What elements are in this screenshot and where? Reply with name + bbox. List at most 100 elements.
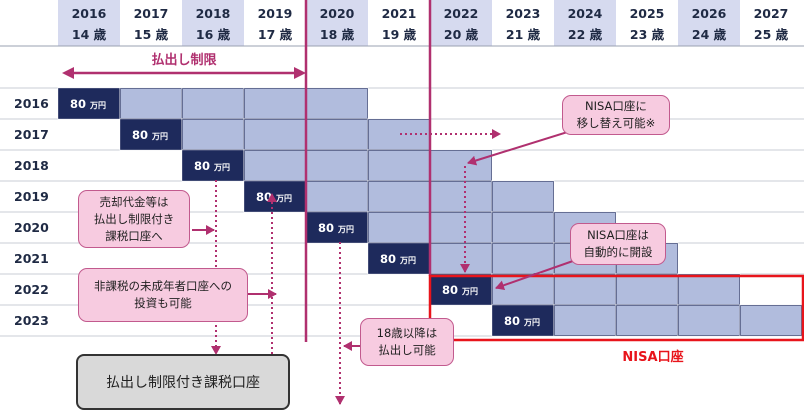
amount-value-2019: 80 (256, 190, 272, 204)
header-year-2022: 2022 (444, 6, 479, 21)
amount-unit-2018: 万円 (213, 163, 230, 172)
cell-border-2023-2027 (740, 305, 802, 336)
header-age-2020: 18 歳 (320, 27, 355, 42)
row-label-2017: 2017 (14, 127, 49, 142)
callout-transfer-text: NISA口座に 移し替え可能※ (576, 99, 656, 130)
callout-after-18-text: 18歳以降は 払出し可能 (376, 326, 438, 357)
callout-non-taxable-text: 非課税の未成年者口座への 投資も可能 (94, 279, 232, 310)
cell-border-2022-2024 (554, 274, 616, 305)
amount-unit-2021: 万円 (399, 256, 416, 265)
row-label-2021: 2021 (14, 251, 49, 266)
amount-unit-2017: 万円 (151, 132, 168, 141)
row-label-2020: 2020 (14, 220, 49, 235)
amount-unit-2023: 万円 (523, 318, 540, 327)
holding-cell-2016-2020 (305, 87, 369, 120)
holding-cell-2016-2019 (243, 87, 307, 120)
callout-non-taxable-account: 非課税の未成年者口座への 投資も可能 (78, 268, 248, 322)
amount-unit-2022: 万円 (461, 287, 478, 296)
header-year-2023: 2023 (506, 6, 541, 21)
row-label-2016: 2016 (14, 96, 49, 111)
header-year-2024: 2024 (568, 6, 603, 21)
holding-cell-2019-2020 (305, 180, 369, 213)
header-cell-2019 (244, 0, 306, 46)
investment-cell-2017-2017 (119, 118, 183, 151)
cell-border-2022-2025 (616, 274, 678, 305)
header-age-2027: 25 歳 (754, 27, 789, 42)
header-age-2025: 23 歳 (630, 27, 665, 42)
cell-border-2018-2018 (182, 150, 244, 181)
holding-cell-2017-2020 (305, 118, 369, 151)
header-age-2022: 20 歳 (444, 27, 479, 42)
investment-cell-2022-2022 (429, 273, 493, 306)
cell-border-2022-2023 (492, 274, 554, 305)
header-cell-2023 (492, 0, 554, 46)
cell-border-2023-2025 (616, 305, 678, 336)
callout-sale-proceeds-text: 売却代金等は 払出し制限付き 課税口座へ (93, 194, 175, 243)
holding-cell-2022-2024 (553, 273, 617, 306)
header-age-2024: 22 歳 (568, 27, 603, 42)
cell-border-2021-2023 (492, 243, 554, 274)
holding-cell-2017-2018 (181, 118, 245, 151)
header-year-2020: 2020 (320, 6, 355, 21)
holding-cell-2016-2017 (119, 87, 183, 120)
amount-value-2016: 80 (70, 97, 86, 111)
header-year-2018: 2018 (196, 6, 231, 21)
holding-cell-2018-2020 (305, 149, 369, 182)
callout-transfer-to-nisa: NISA口座に 移し替え可能※ (562, 95, 670, 135)
restricted-taxable-account-box: 払出し制限付き課税口座 (76, 354, 290, 410)
nisa-account-label: NISA口座 (622, 350, 684, 365)
header-year-2016: 2016 (72, 6, 107, 21)
header-cell-2018 (182, 0, 244, 46)
cell-border-2016-2016 (58, 88, 120, 119)
callout-after-18: 18歳以降は 払出し可能 (360, 318, 454, 366)
investment-cell-2020-2020 (305, 211, 369, 244)
holding-cell-2020-2023 (491, 211, 555, 244)
amount-value-2020: 80 (318, 221, 334, 235)
withdrawal-limit-label: 払出し制限 (151, 52, 217, 68)
cell-border-2016-2017 (120, 88, 182, 119)
withdrawal-limit-arrowhead-left (62, 67, 74, 79)
holding-cell-2021-2022 (429, 242, 493, 275)
cell-border-2017-2017 (120, 119, 182, 150)
amount-value-2021: 80 (380, 252, 396, 266)
header-cell-2020 (306, 0, 368, 46)
row-label-2018: 2018 (14, 158, 49, 173)
holding-cell-2019-2022 (429, 180, 493, 213)
holding-cell-2018-2022 (429, 149, 493, 182)
cell-border-2022-2026 (678, 274, 740, 305)
holding-cell-2023-2024 (553, 304, 617, 337)
amount-value-2023: 80 (504, 314, 520, 328)
header-cell-2022 (430, 0, 492, 46)
header-age-2021: 19 歳 (382, 27, 417, 42)
holding-cell-2019-2021 (367, 180, 431, 213)
header-cell-2025 (616, 0, 678, 46)
investment-cell-2018-2018 (181, 149, 245, 182)
header-year-2021: 2021 (382, 6, 417, 21)
header-cell-2016 (58, 0, 120, 46)
holding-cell-2020-2021 (367, 211, 431, 244)
amount-value-2022: 80 (442, 283, 458, 297)
header-age-2023: 21 歳 (506, 27, 541, 42)
restricted-taxable-account-label: 払出し制限付き課税口座 (106, 375, 260, 391)
holding-cell-2023-2026 (677, 304, 741, 337)
header-year-2025: 2025 (630, 6, 665, 21)
header-year-2017: 2017 (134, 6, 169, 21)
cell-border-2020-2023 (492, 212, 554, 243)
header-year-2027: 2027 (754, 6, 789, 21)
callout-auto-open-nisa: NISA口座は 自動的に開設 (570, 223, 666, 265)
nisa-account-frame (428, 274, 804, 342)
row-label-2023: 2023 (14, 313, 49, 328)
header-age-2017: 15 歳 (134, 27, 169, 42)
holding-cell-2018-2019 (243, 149, 307, 182)
callout-sale-proceeds: 売却代金等は 払出し制限付き 課税口座へ (78, 190, 190, 248)
callout-auto-open-text: NISA口座は 自動的に開設 (583, 228, 653, 259)
header-cell-2017 (120, 0, 182, 46)
holding-cell-2023-2027 (739, 304, 803, 337)
header-cell-2024 (554, 0, 616, 46)
investment-cell-2021-2021 (367, 242, 431, 275)
cell-border-2023-2024 (554, 305, 616, 336)
holding-cell-2023-2025 (615, 304, 679, 337)
withdrawal-limit-arrowhead-right (294, 67, 306, 79)
